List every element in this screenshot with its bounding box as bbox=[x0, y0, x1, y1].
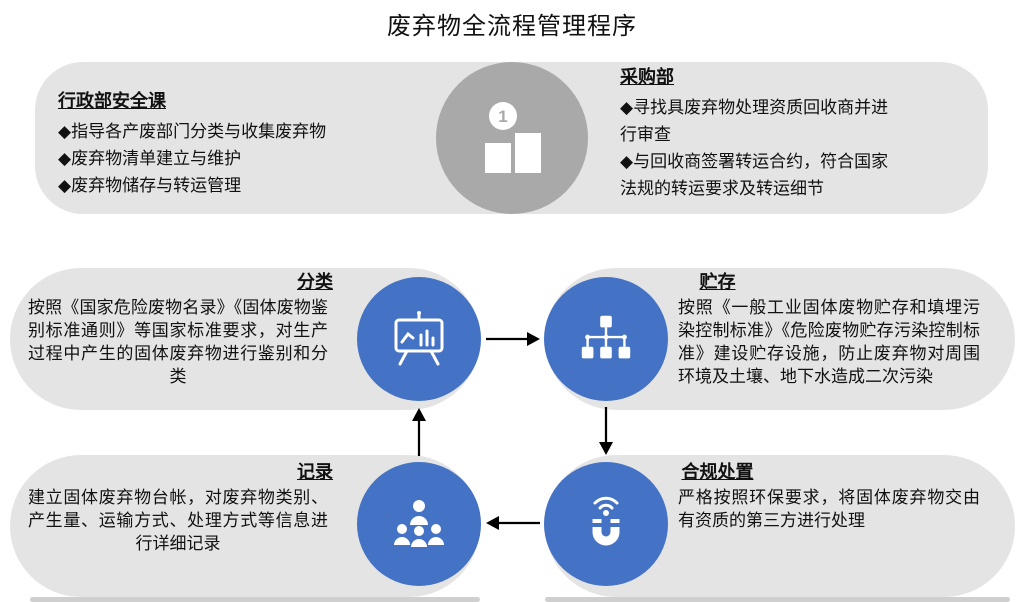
classify-body: 按照《国家危险废物名录》《固体废物鉴别标准通则》等国家标准要求，对生产过程中产生… bbox=[28, 298, 328, 386]
podium-first-place-icon: 1 bbox=[436, 62, 588, 214]
procurement-dept-block: 采购部 ◆寻找具废弃物处理资质回收商并进行审查 ◆与回收商签署转运合约，符合国家… bbox=[620, 64, 905, 202]
arrow-right-icon bbox=[486, 332, 540, 346]
admin-dept-title: 行政部安全课 bbox=[58, 91, 166, 111]
magnet-signal-icon bbox=[544, 462, 668, 586]
arrow-up-icon bbox=[412, 408, 426, 456]
disposal-title: 合规处置 bbox=[681, 462, 754, 482]
arrow-down-icon bbox=[599, 407, 613, 455]
admin-bullet-2: ◆废弃物清单建立与维护 bbox=[58, 149, 242, 168]
bottom-cropped-strip-left bbox=[30, 597, 480, 602]
admin-dept-block: 行政部安全课 ◆指导各产废部门分类与收集废弃物 ◆废弃物清单建立与维护 ◆废弃物… bbox=[58, 88, 430, 199]
bottom-cropped-strip-right bbox=[545, 597, 1010, 602]
procurement-dept-title: 采购部 bbox=[620, 67, 674, 87]
classify-title: 分类 bbox=[297, 272, 333, 292]
admin-bullet-1: ◆指导各产废部门分类与收集废弃物 bbox=[58, 122, 327, 141]
svg-text:1: 1 bbox=[498, 107, 507, 126]
team-icon bbox=[357, 462, 481, 586]
storage-body: 按照《一般工业固体废物贮存和填埋污染控制标准》《危险废物贮存污染控制标准》建设贮… bbox=[678, 298, 980, 386]
arrow-left-icon bbox=[486, 516, 540, 530]
hierarchy-icon bbox=[544, 277, 668, 401]
storage-title: 贮存 bbox=[699, 272, 736, 292]
disposal-body: 严格按照环保要求，将固体废弃物交由有资质的第三方进行处理 bbox=[678, 488, 980, 530]
presentation-chart-icon bbox=[357, 277, 481, 401]
procurement-bullet-2: ◆与回收商签署转运合约，符合国家法规的转运要求及转运细节 bbox=[620, 152, 889, 198]
procurement-bullet-1: ◆寻找具废弃物处理资质回收商并进行审查 bbox=[620, 98, 889, 144]
admin-bullet-3: ◆废弃物储存与转运管理 bbox=[58, 176, 242, 195]
record-title: 记录 bbox=[297, 462, 333, 482]
record-body: 建立固体废弃物台帐，对废弃物类别、产生量、运输方式、处理方式等信息进行详细记录 bbox=[28, 488, 328, 553]
page-title: 废弃物全流程管理程序 bbox=[387, 13, 637, 40]
